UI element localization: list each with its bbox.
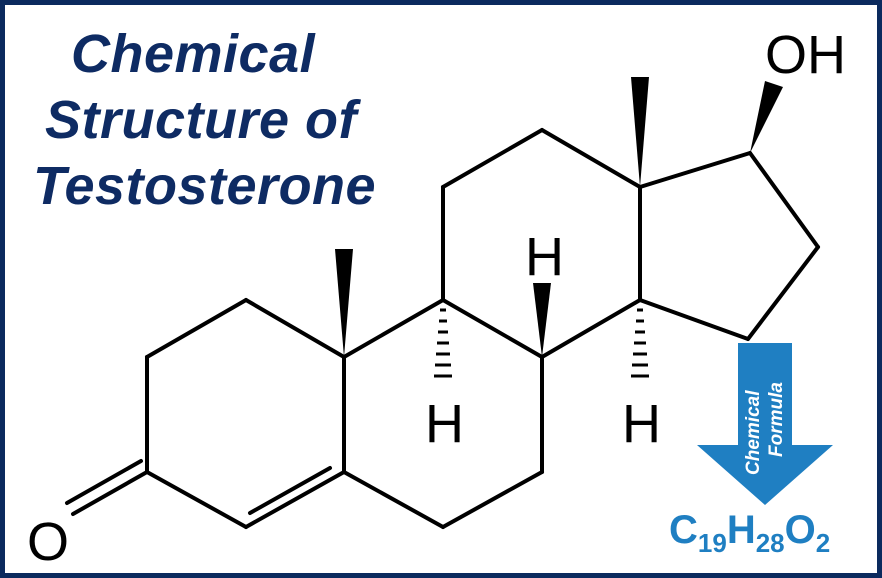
- formula-oxygen: O: [784, 508, 816, 552]
- bond: [638, 298, 750, 341]
- bond: [746, 245, 820, 341]
- formula-arrow: Chemical Formula: [697, 343, 833, 505]
- arrow-label-line-2: Formula: [766, 382, 787, 457]
- chemical-formula: C19H28O2: [669, 507, 830, 556]
- formula-oxygen-count: 2: [815, 528, 831, 558]
- atom-label-h-c14: H: [622, 394, 661, 454]
- ring-b: [342, 298, 544, 529]
- formula-hydrogen-count: 28: [755, 528, 785, 558]
- double-bond-inner: [248, 466, 332, 515]
- testosterone-structure: OH O H H H Chemical Formula: [27, 25, 846, 572]
- ring-a: [65, 298, 346, 529]
- hydroxyl-wedge-c17: [750, 81, 783, 153]
- bond: [244, 298, 346, 359]
- atom-label-o: O: [27, 512, 69, 572]
- bond: [145, 298, 248, 359]
- bond: [145, 470, 248, 529]
- bond: [540, 128, 642, 189]
- methyl-wedge-c13: [631, 77, 649, 187]
- hydrogen-wedge-c8: [533, 283, 551, 357]
- carbonyl-bond-second: [65, 459, 143, 505]
- carbonyl-bond: [71, 470, 149, 516]
- formula-hydrogen: H: [726, 508, 756, 552]
- ring-d: [638, 151, 820, 341]
- bond: [540, 298, 642, 359]
- diagram-title: Chemical Structure of Testosterone: [33, 21, 376, 219]
- formula-carbon: C: [669, 508, 698, 552]
- bond: [244, 470, 346, 529]
- bond: [441, 128, 544, 189]
- arrow-label-line-1: Chemical: [743, 390, 764, 475]
- bond: [441, 298, 544, 359]
- title-line-1: Chemical: [71, 24, 316, 84]
- title-line-3: Testosterone: [33, 156, 377, 216]
- bond: [748, 151, 820, 249]
- title-line-2: Structure of: [45, 90, 358, 150]
- ring-c: [441, 128, 642, 359]
- atom-label-oh: OH: [765, 25, 846, 85]
- hydrogen-hash-c14: [631, 308, 649, 378]
- down-arrow-icon: [697, 343, 833, 505]
- formula-carbon-count: 19: [697, 528, 727, 558]
- atom-label-h-c9: H: [425, 394, 464, 454]
- hydrogen-hash-c9: [434, 308, 452, 378]
- bond: [342, 298, 445, 359]
- bond: [638, 151, 752, 189]
- atom-label-h-c8: H: [525, 227, 564, 287]
- bond: [342, 470, 445, 529]
- methyl-wedge-c10: [335, 249, 353, 357]
- bond: [441, 470, 544, 529]
